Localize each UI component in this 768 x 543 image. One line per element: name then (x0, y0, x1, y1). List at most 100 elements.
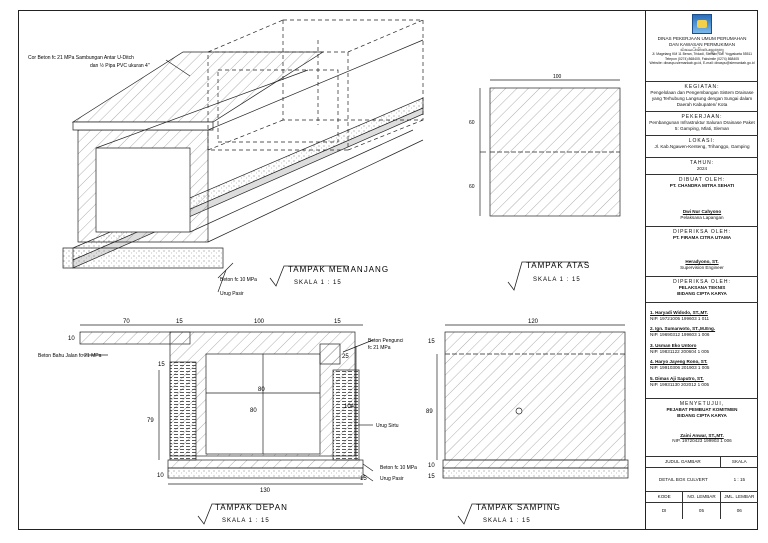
diperiksa1-name: Heradyono, ST. (685, 258, 719, 264)
dim-80w: 80 (258, 387, 265, 393)
menyetujui-line-b: BIDANG CIPTA KARYA (677, 412, 727, 418)
ppk-nip: NIP. 19720423 199903 1 006 (672, 438, 732, 444)
sleman-logo-icon (692, 14, 712, 34)
isometric-view (62, 19, 424, 293)
kode-heading: KODE (646, 491, 684, 503)
tahun-heading: TAHUN: (689, 160, 715, 166)
menyetujui-heading: MENYETUJUI, (679, 401, 725, 407)
agency-line-1: DINAS PEKERJAAN UMUM PERUMAHAN (657, 36, 747, 41)
dim-s15b: 15 (428, 474, 435, 480)
dim-100: 100 (254, 319, 265, 325)
dim-s15: 15 (428, 339, 435, 345)
side-view (436, 324, 629, 479)
dim-10: 10 (68, 336, 75, 342)
judul-heading: JUDUL GAMBAR (646, 457, 721, 467)
tb-kode-grid: KODE NO. LEMBAR JML. LEMBAR DI 05 06 (646, 491, 758, 519)
dim-70: 70 (123, 319, 130, 325)
view-scale-depan: SKALA 1 : 15 (222, 518, 270, 524)
member-5: 5. Dimas Aji Saputro, ST.NIP. 19931130 2… (650, 375, 710, 387)
no-lembar-text: 05 (683, 502, 721, 519)
dibuat-heading: DIBUAT OLEH: (678, 177, 726, 183)
front-view (79, 324, 374, 485)
dim-15c: 15 (158, 362, 165, 368)
lokasi-heading: LOKASI: (688, 138, 716, 144)
view-title-samping: TAMPAK SAMPING (476, 503, 561, 512)
top-view (479, 79, 621, 217)
dim-atas-h2: 60 (469, 184, 475, 190)
dim-130: 130 (260, 488, 271, 494)
pekerjaan-text: Pembangunan Infrastruktur Saluran Draina… (649, 120, 755, 131)
agency-contact: Telepon (0274) 868405, Faksimile (0274) … (664, 56, 740, 61)
view-label-memanjang: TAMPAK MEMANJANG SKALA 1 : 15 (269, 265, 389, 287)
dim-s120: 120 (528, 319, 539, 325)
diperiksa1-role: Supervision Engineer (680, 264, 724, 270)
view-label-atas: TAMPAK ATAS SKALA 1 : 15 (507, 261, 590, 291)
diperiksa2-line-a: PELAKSANA TEKNIS (678, 285, 726, 291)
ppk-name: Zaini Anwar, ST.,MT. (680, 432, 724, 438)
note-urug-sirtu: Urug Sirtu (376, 423, 399, 429)
pekerjaan-heading: PEKERJAAN: (681, 114, 723, 120)
dim-15b: 15 (334, 319, 341, 325)
tb-tahun: TAHUN: 2024 (646, 158, 758, 175)
diperiksa2-line-b: BIDANG CIPTA KARYA (677, 290, 727, 296)
view-scale-memanjang: SKALA 1 : 15 (294, 280, 342, 286)
tb-dibuat: DIBUAT OLEH: PT. CHANDRA MITRA SEHATI Dw… (646, 175, 758, 227)
dim-79: 79 (147, 418, 154, 424)
dim-104: 104 (344, 404, 355, 410)
drawing-area: Cor Beton fc 21 MPa Sambungan Antar U-Di… (28, 19, 629, 525)
drawing-frame (18, 10, 758, 530)
skala-text: 1 : 15 (720, 466, 758, 492)
menyetujui-line-a: PEJABAT PEMBUAT KOMITMEN (666, 407, 738, 413)
lokasi-text: Jl. Kab.Ngawen-Kenteng, Trihanggo, Gampi… (654, 144, 750, 150)
dim-atas-w: 100 (553, 74, 562, 80)
view-scale-samping: SKALA 1 : 15 (483, 518, 531, 524)
tb-diperiksa-2: DIPERIKSA OLEH: PELAKSANA TEKNIS BIDANG … (646, 277, 758, 303)
dim-atas-h1: 60 (469, 120, 475, 126)
tb-diperiksa-1: DIPERIKSA OLEH: PT. FIRAMA CITRA UTAMA H… (646, 227, 758, 277)
note-urug-pasir: Urug Pasir (220, 291, 244, 297)
view-title-atas: TAMPAK ATAS (526, 261, 590, 270)
member-4: 4. Haryo Jayeng Rono, ST.NIP. 19910306 2… (650, 359, 710, 371)
note-beton-pengunci-mutu: fc 21 MPa (368, 345, 391, 351)
dim-15a: 15 (176, 319, 183, 325)
diperiksa1-company: PT. FIRAMA CITRA UTAMA (672, 235, 732, 241)
note-cor-beton: Cor Beton fc 21 MPa Sambungan Antar U-Di… (28, 55, 134, 61)
dim-15d: 15 (360, 476, 367, 482)
note-pipa: dan ½ Pipa PVC ukuran 4" (90, 62, 150, 69)
kode-text: DI (646, 502, 684, 519)
note-beton-bahu: Beton Bahu Jalan fc 21 MPa (38, 353, 102, 359)
tb-members: 1. Haryadi Widodo, ST.,MT.NIP. 19721005 … (646, 303, 758, 399)
dim-10b: 10 (157, 473, 164, 479)
tb-menyetujui: MENYETUJUI, PEJABAT PEMBUAT KOMITMEN BID… (646, 399, 758, 457)
agency-address: Jl. Magelang KM 11 Beran, Tridadi, Slema… (651, 52, 753, 57)
diperiksa1-heading: DIPERIKSA OLEH: (673, 229, 731, 235)
tb-kegiatan: KEGIATAN: Pengelolaan dan Pengembangan S… (646, 82, 758, 112)
jml-lembar-heading: JML. LEMBAR (720, 491, 758, 502)
dim-s89: 89 (426, 409, 433, 415)
member-1: 1. Haryadi Widodo, ST.,MT.NIP. 19721005 … (650, 310, 710, 321)
kegiatan-text: Pengelolaan dan Pengembangan Sistem Drai… (650, 90, 754, 107)
tb-agency: DINAS PEKERJAAN UMUM PERUMAHAN DAN KAWAS… (646, 10, 758, 82)
agency-script: ꦢꦶꦤꦱ꧀ꦥꦼꦏꦼꦂꦗꦄꦤ꧀ꦈꦩꦸꦩ꧀ (680, 47, 724, 53)
view-title-memanjang: TAMPAK MEMANJANG (288, 265, 389, 274)
member-2: 2. Ign. Sumarwoto, ST.,M.Eng.NIP. 196903… (650, 326, 716, 338)
judul-text: DETAIL BOX CULVERT (646, 466, 721, 492)
dim-s10: 10 (428, 463, 435, 469)
note-beton-lantai: Beton fc 10 MPa (220, 277, 257, 283)
tb-lokasi: LOKASI: Jl. Kab.Ngawen-Kenteng, Trihangg… (646, 136, 758, 158)
dibuat-role: Pelaksana Lapangan (680, 214, 724, 220)
note-beton-pengunci: Beton Pengunci (368, 338, 403, 344)
title-block: DINAS PEKERJAAN UMUM PERUMAHAN DAN KAWAS… (645, 10, 758, 530)
agency-line-2: DAN KAWASAN PERMUKIMAN (668, 41, 736, 47)
jml-lembar-text: 06 (720, 502, 758, 519)
no-lembar-heading: NO. LEMBAR (683, 491, 721, 503)
dibuat-company: PT. CHANDRA MITRA SEHATI (669, 183, 735, 189)
view-label-samping: TAMPAK SAMPING SKALA 1 : 15 (457, 503, 561, 525)
tahun-text: 2024 (696, 166, 708, 172)
view-title-depan: TAMPAK DEPAN (215, 503, 288, 512)
skala-heading: SKALA (731, 459, 747, 464)
note-urug-pasir-2: Urug Pasir (380, 476, 404, 482)
tb-judul-grid: JUDUL GAMBAR SKALA DETAIL BOX CULVERT 1 … (646, 457, 758, 491)
tb-pekerjaan: PEKERJAAN: Pembangunan Infrastruktur Sal… (646, 112, 758, 136)
